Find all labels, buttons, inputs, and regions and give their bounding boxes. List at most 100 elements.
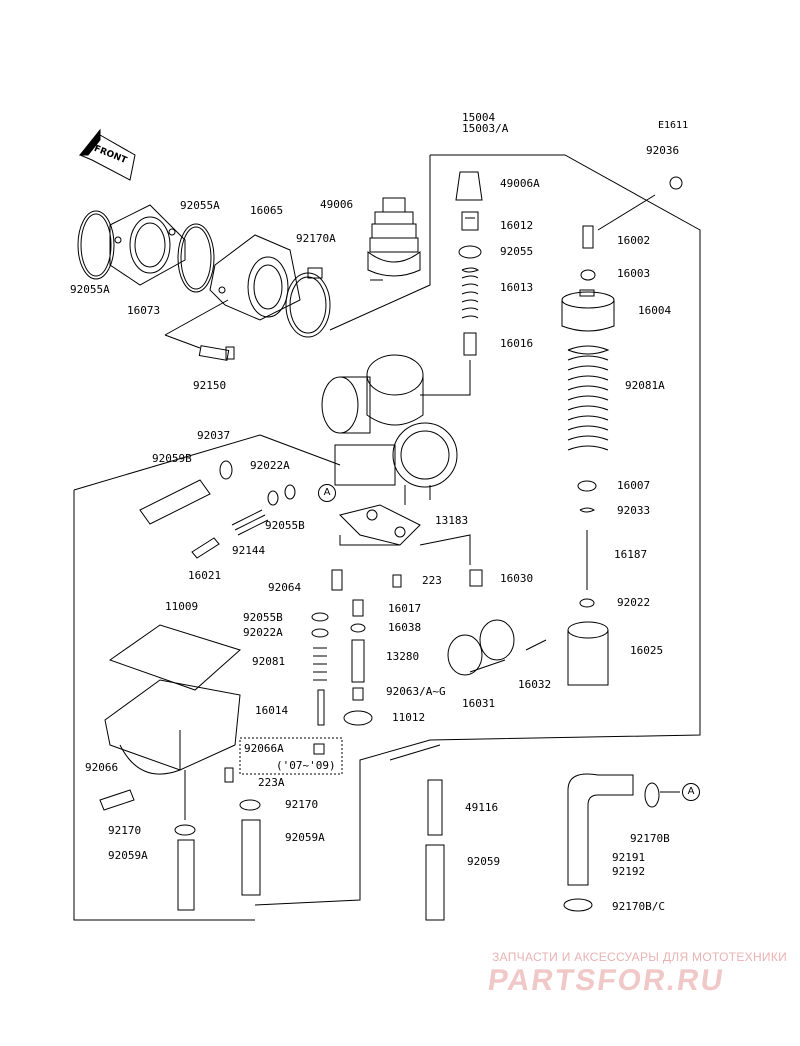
cap-92059b bbox=[139, 479, 211, 525]
screw-16021 bbox=[191, 537, 220, 559]
plug-11012 bbox=[343, 710, 373, 726]
nut-16012 bbox=[461, 211, 479, 231]
gasket-13183 bbox=[339, 504, 421, 546]
label-16031: 16031 bbox=[462, 697, 496, 710]
label-92081a: 92081A bbox=[625, 379, 665, 392]
label-16002: 16002 bbox=[617, 234, 651, 247]
manifold-16065 bbox=[209, 234, 301, 321]
front-arrow-icon bbox=[78, 128, 136, 181]
label-15004: 15004 bbox=[462, 111, 496, 124]
jet-92064 bbox=[331, 569, 343, 591]
label-92081: 92081 bbox=[252, 655, 286, 668]
tube-92059 bbox=[425, 844, 445, 921]
callout-a-body: A bbox=[318, 484, 336, 502]
label-16065: 16065 bbox=[250, 204, 284, 217]
boot-49006 bbox=[367, 197, 421, 281]
label-92170bc: 92170B/C bbox=[612, 900, 665, 913]
label-49006: 49006 bbox=[320, 198, 354, 211]
label-92066a-years: ('07~'09) bbox=[276, 759, 336, 772]
ring-16038 bbox=[350, 623, 366, 633]
label-92022: 92022 bbox=[617, 596, 651, 609]
label-16038: 16038 bbox=[388, 621, 422, 634]
label-92191: 92191 bbox=[612, 851, 646, 864]
o-ring-92055a-left bbox=[77, 210, 115, 280]
label-16032: 16032 bbox=[518, 678, 552, 691]
label-16013: 16013 bbox=[500, 281, 534, 294]
tube-92191 bbox=[567, 773, 634, 886]
label-16073: 16073 bbox=[127, 304, 161, 317]
label-92192: 92192 bbox=[612, 865, 646, 878]
label-11012: 11012 bbox=[392, 711, 426, 724]
label-16017: 16017 bbox=[388, 602, 422, 615]
clamp-92170 bbox=[239, 799, 261, 811]
label-92022a: 92022A bbox=[250, 459, 290, 472]
nut-16003 bbox=[580, 269, 596, 281]
label-13280: 13280 bbox=[386, 650, 420, 663]
watermark-brand: PARTSFOR.RU bbox=[485, 964, 727, 997]
screw-223 bbox=[392, 574, 402, 588]
jet-16017 bbox=[352, 599, 364, 617]
label-92066a: 92066A bbox=[244, 742, 284, 755]
part-16030 bbox=[469, 569, 483, 587]
tube-92059a-2 bbox=[241, 819, 261, 896]
seat-16007 bbox=[577, 480, 597, 492]
o-ring-92055b-2 bbox=[311, 612, 329, 622]
washer-92022 bbox=[579, 598, 595, 608]
holder-16016 bbox=[463, 332, 477, 356]
label-92144: 92144 bbox=[232, 544, 266, 557]
insulator-16073 bbox=[109, 204, 186, 286]
screw-16002 bbox=[582, 225, 594, 249]
label-92150: 92150 bbox=[193, 379, 227, 392]
clamp-92170bc bbox=[563, 898, 593, 912]
label-92063: 92063/A~G bbox=[386, 685, 446, 698]
label-16003: 16003 bbox=[617, 267, 651, 280]
label-15003a: 15003/A bbox=[462, 122, 509, 135]
washer-92022a bbox=[267, 490, 279, 506]
label-92055: 92055 bbox=[500, 245, 534, 258]
label-92033: 92033 bbox=[617, 504, 651, 517]
spring-92081a bbox=[567, 345, 610, 451]
label-49116: 49116 bbox=[465, 801, 499, 814]
clip-92033 bbox=[579, 507, 595, 513]
cap-49006a bbox=[455, 171, 483, 201]
tube-13280 bbox=[351, 639, 365, 683]
o-ring-92037 bbox=[219, 460, 233, 480]
clip-92036 bbox=[669, 176, 683, 190]
screw-223a bbox=[224, 767, 234, 783]
jet-92066a bbox=[313, 743, 325, 755]
bolt-92150 bbox=[198, 345, 235, 361]
o-ring-92055 bbox=[458, 245, 482, 259]
fitting-49116 bbox=[427, 779, 443, 836]
washer-92022a-2 bbox=[311, 628, 329, 638]
label-16004: 16004 bbox=[638, 304, 672, 317]
assembly-boundary bbox=[73, 154, 701, 921]
label-223a: 223A bbox=[258, 776, 285, 789]
carburetor-body bbox=[321, 354, 458, 505]
label-92170-2: 92170 bbox=[108, 824, 142, 837]
label-16030: 16030 bbox=[500, 572, 534, 585]
float-16031 bbox=[447, 619, 515, 676]
label-92059a: 92059A bbox=[285, 831, 325, 844]
label-16025: 16025 bbox=[630, 644, 664, 657]
spring-16013 bbox=[461, 267, 480, 319]
label-11009: 11009 bbox=[165, 600, 199, 613]
float-chamber-11009 bbox=[104, 624, 241, 820]
cap-16004 bbox=[561, 289, 615, 332]
label-16007: 16007 bbox=[617, 479, 651, 492]
label-49006a: 49006A bbox=[500, 177, 540, 190]
pin-16032 bbox=[525, 639, 547, 651]
watermark-tagline: ЗАПЧАСТИ И АКСЕССУАРЫ ДЛЯ МОТОТЕХНИКИ bbox=[492, 950, 788, 964]
clamp-92170-2 bbox=[174, 824, 196, 836]
label-16016: 16016 bbox=[500, 337, 534, 350]
label-92059b: 92059B bbox=[152, 452, 192, 465]
jet-92063 bbox=[352, 687, 364, 701]
label-92170a: 92170A bbox=[296, 232, 336, 245]
screw-92066 bbox=[99, 789, 135, 811]
label-223: 223 bbox=[422, 574, 442, 587]
label-16187: 16187 bbox=[614, 548, 648, 561]
callout-a-tube: A bbox=[682, 783, 700, 801]
label-16012: 16012 bbox=[500, 219, 534, 232]
throttle-valve-16025 bbox=[567, 621, 609, 686]
label-16021: 16021 bbox=[188, 569, 222, 582]
